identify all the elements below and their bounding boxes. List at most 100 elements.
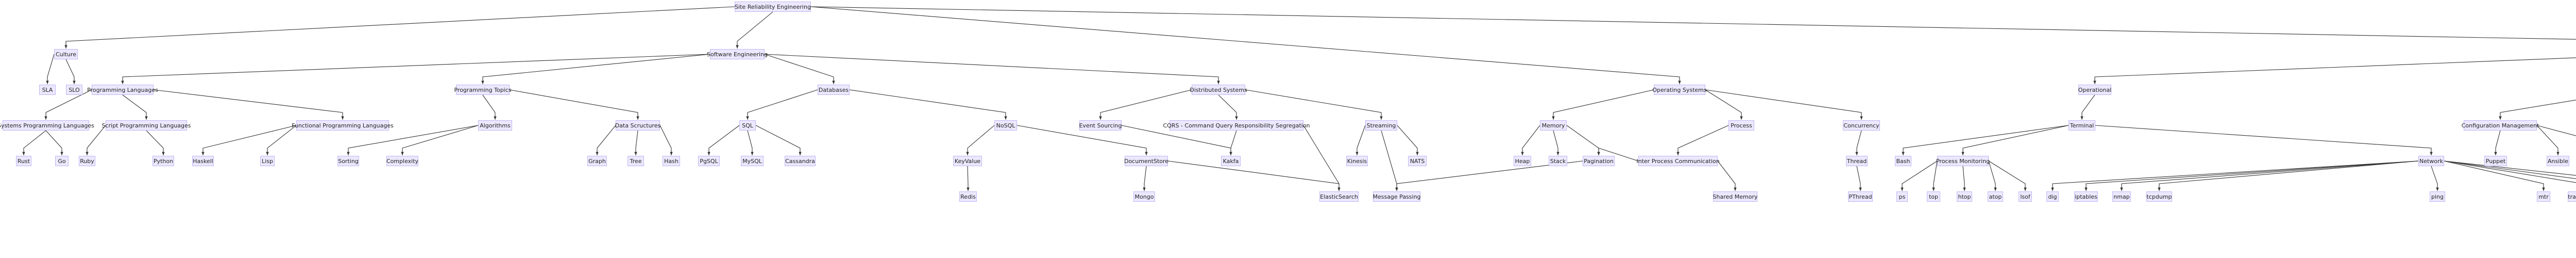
node-label: Tree	[630, 157, 642, 165]
node-scriptlang[interactable]: Script Programming Languages	[101, 120, 191, 131]
node-keyvalue[interactable]: KeyValue	[953, 156, 982, 166]
node-memory[interactable]: Memory	[1540, 120, 1567, 131]
node-lsof[interactable]: lsof	[2019, 191, 2032, 202]
node-ansible[interactable]: Ansible	[2547, 156, 2569, 166]
node-redis[interactable]: Redis	[959, 191, 977, 202]
node-tcpdump[interactable]: tcpdump	[2146, 191, 2172, 202]
edge-sre-to-culture	[64, 6, 735, 49]
node-label: Concurrency	[1843, 122, 1879, 129]
node-kinesis[interactable]: Kinesis	[1346, 156, 1368, 166]
node-label: Terminal	[2070, 122, 2094, 129]
edge-opsys-to-process	[1705, 89, 1743, 120]
node-opsys[interactable]: Operating Systems	[1652, 85, 1707, 95]
node-label: nmap	[2113, 193, 2130, 200]
node-nosql[interactable]: NoSQL	[994, 120, 1017, 131]
node-elasticsearch[interactable]: ElasticSearch	[1319, 191, 1359, 202]
node-hash[interactable]: Hash	[663, 156, 680, 166]
edge-streaming-to-messagepassing	[1381, 130, 1398, 191]
node-haskell[interactable]: Haskell	[192, 156, 214, 166]
node-ruby[interactable]: Ruby	[79, 156, 95, 166]
node-ping[interactable]: ping	[2430, 191, 2445, 202]
node-swe[interactable]: Software Engineering	[707, 49, 768, 59]
node-ps[interactable]: ps	[1896, 191, 1908, 202]
node-algorithms[interactable]: Algorithms	[478, 120, 512, 131]
node-label: Heap	[1515, 157, 1530, 165]
node-eventsourcing[interactable]: Event Sourcing	[1079, 120, 1122, 131]
node-label: dig	[2048, 193, 2057, 200]
node-sharedmemory[interactable]: Shared Memory	[1713, 191, 1757, 202]
node-messagepassing[interactable]: Message Passing	[1372, 191, 1421, 202]
node-label: NoSQL	[996, 122, 1015, 129]
node-terminal[interactable]: Terminal	[2069, 120, 2095, 131]
node-syslang[interactable]: Systems Programming Languages	[0, 120, 94, 131]
node-sorting[interactable]: Sorting	[337, 156, 359, 166]
node-puppet[interactable]: Puppet	[2484, 156, 2507, 166]
node-confmgmt[interactable]: Configuration Management	[2462, 120, 2539, 131]
node-pgsql[interactable]: PgSQL	[698, 156, 720, 166]
node-tree[interactable]: Tree	[628, 156, 644, 166]
edge-ops-to-operational	[2093, 57, 2576, 84]
node-pagination[interactable]: Pagination	[1583, 156, 1615, 166]
node-label: Kakfa	[1223, 157, 1239, 165]
node-slo[interactable]: SLO	[66, 85, 82, 95]
node-network[interactable]: Network	[2418, 156, 2444, 166]
node-operational[interactable]: Operational	[2078, 85, 2111, 95]
node-label: SLO	[69, 86, 80, 93]
node-cqrs[interactable]: CQRS - Command Query Responsibility Segr…	[1163, 120, 1310, 131]
node-procmon[interactable]: Process Monitoring	[1936, 156, 1990, 166]
node-process[interactable]: Process	[1728, 120, 1754, 131]
node-label: Process	[1731, 122, 1752, 129]
edge-sre-to-opsys	[810, 6, 1681, 84]
node-complexity[interactable]: Complexity	[386, 156, 418, 166]
node-iptables[interactable]: iptables	[2074, 191, 2098, 202]
node-ipc[interactable]: Inter Process Communication	[1636, 156, 1720, 166]
node-lisp[interactable]: Lisp	[260, 156, 275, 166]
node-atop[interactable]: atop	[1988, 191, 2003, 202]
node-htop[interactable]: htop	[1957, 191, 1972, 202]
node-pthread[interactable]: PThread	[1848, 191, 1873, 202]
node-funclang[interactable]: Functional Programming Languages	[292, 120, 394, 131]
node-heap[interactable]: Heap	[1514, 156, 1531, 166]
node-sre[interactable]: Site Reliability Engineering	[735, 2, 811, 12]
node-nmap[interactable]: nmap	[2112, 191, 2131, 202]
node-sql[interactable]: SQL	[739, 120, 756, 131]
node-graph[interactable]: Graph	[587, 156, 607, 166]
edge-thread-to-pthread	[1856, 166, 1862, 191]
node-kakfa[interactable]: Kakfa	[1221, 156, 1241, 166]
node-nats[interactable]: NATS	[1408, 156, 1427, 166]
node-sla[interactable]: SLA	[39, 85, 56, 95]
node-stack[interactable]: Stack	[1549, 156, 1567, 166]
node-label: Message Passing	[1372, 193, 1421, 200]
node-top[interactable]: top	[1927, 191, 1940, 202]
node-streaming[interactable]: Streaming	[1365, 120, 1397, 131]
node-databases[interactable]: Databases	[818, 85, 850, 95]
edge-culture-to-sla	[46, 54, 55, 84]
node-distsys[interactable]: Distributed Systems	[1190, 85, 1247, 95]
node-mysql[interactable]: MySQL	[741, 156, 764, 166]
edge-progtopics-to-algorithms	[482, 94, 497, 120]
node-go[interactable]: Go	[55, 156, 69, 166]
edge-streaming-to-kinesis	[1355, 125, 1366, 155]
node-label: traceroute	[2568, 193, 2576, 200]
node-mtr[interactable]: mtr	[2537, 191, 2550, 202]
node-rust[interactable]: Rust	[16, 156, 31, 166]
node-label: mtr	[2538, 193, 2549, 200]
node-bash[interactable]: Bash	[1895, 156, 1911, 166]
node-python[interactable]: Python	[152, 156, 174, 166]
node-culture[interactable]: Culture	[54, 49, 78, 59]
node-traceroute[interactable]: traceroute	[2568, 191, 2576, 202]
node-documentstore[interactable]: DocumentStore	[1124, 156, 1168, 166]
edge-documentstore-to-elasticsearch	[1167, 160, 1341, 191]
node-thread[interactable]: Thread	[1846, 156, 1868, 166]
node-mongo[interactable]: Mongo	[1133, 191, 1155, 202]
edge-documentstore-to-mongo	[1143, 166, 1147, 191]
node-cassandra[interactable]: Cassandra	[785, 156, 816, 166]
node-datastruct[interactable]: Data Scructures	[615, 120, 660, 131]
edge-distsys-to-cqrs	[1218, 94, 1238, 120]
node-dig[interactable]: dig	[2046, 191, 2059, 202]
node-label: htop	[1958, 193, 1971, 200]
node-progtopics[interactable]: Programming Topics	[454, 85, 512, 95]
node-concurrency[interactable]: Concurrency	[1843, 120, 1880, 131]
node-proglang[interactable]: Programming Languages	[87, 85, 158, 95]
